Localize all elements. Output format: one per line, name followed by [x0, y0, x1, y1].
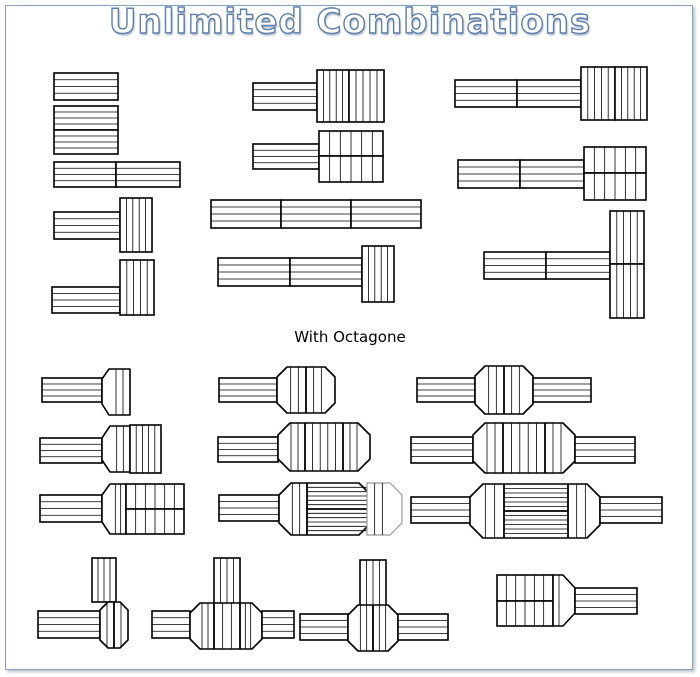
board-module [119, 197, 153, 253]
board-module [580, 66, 616, 121]
diagram-frame [5, 5, 693, 670]
board-module [609, 263, 645, 319]
octagone-extension-outline [366, 482, 403, 536]
octagone-module [472, 422, 576, 474]
board-module [119, 259, 155, 316]
board-module [609, 210, 645, 265]
octagone-half-module [101, 483, 127, 535]
board-module [348, 69, 385, 123]
board-module [316, 69, 350, 123]
page-title: Unlimited Combinations [108, 1, 592, 42]
octagone-half-module [552, 574, 576, 627]
octagone-module [189, 602, 263, 650]
board-module [361, 245, 395, 303]
board-module [614, 66, 648, 121]
board-module [129, 424, 162, 474]
section-label-octagone: With Octagone [294, 328, 406, 346]
octagone-half-module [101, 425, 131, 473]
octagone-module [277, 422, 371, 472]
